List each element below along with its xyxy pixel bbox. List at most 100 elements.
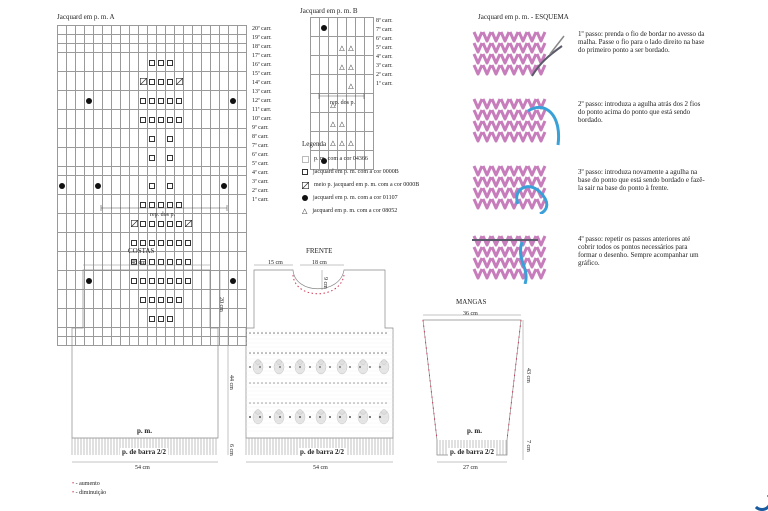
grid-cell bbox=[57, 232, 67, 252]
grid-cell bbox=[138, 71, 148, 91]
dot-icon bbox=[302, 195, 308, 201]
grid-cell bbox=[156, 90, 166, 110]
step-3-illustration bbox=[472, 165, 549, 214]
grid-cell bbox=[319, 112, 329, 132]
dot-icon bbox=[230, 278, 236, 284]
grid-cell bbox=[364, 36, 374, 56]
dot-icon bbox=[230, 98, 236, 104]
grid-cell bbox=[93, 34, 103, 44]
grid-cell bbox=[310, 17, 320, 37]
row-label: 9ª carr. bbox=[252, 125, 269, 131]
grid-cell bbox=[210, 128, 220, 148]
grid-cell bbox=[364, 55, 374, 75]
grid-cell bbox=[165, 147, 175, 167]
frente-bottom-width: 54 cm bbox=[313, 465, 328, 471]
frente-title: FRENTE bbox=[306, 247, 333, 255]
step-4-illustration bbox=[472, 235, 547, 284]
grid-cell bbox=[310, 55, 320, 75]
grid-cell bbox=[219, 34, 229, 44]
legend-item: meio p. jacquard em p. m. com a cor 0000… bbox=[302, 179, 419, 191]
grid-cell bbox=[183, 25, 193, 35]
grid-cell bbox=[93, 52, 103, 72]
grid-cell bbox=[228, 166, 238, 176]
square-icon bbox=[158, 278, 164, 284]
square-icon bbox=[158, 117, 164, 123]
grid-cell bbox=[210, 109, 220, 129]
square-icon bbox=[149, 259, 155, 265]
chart-b-title: Jacquard em p. m. B bbox=[300, 7, 358, 15]
grid-cell bbox=[165, 109, 175, 129]
grid-cell bbox=[84, 34, 94, 44]
grid-cell bbox=[165, 128, 175, 148]
square-icon bbox=[158, 240, 164, 246]
grid-cell bbox=[174, 25, 184, 35]
mangas-stitch-label: p. m. bbox=[467, 427, 482, 435]
grid-cell bbox=[138, 166, 148, 176]
grid-cell bbox=[57, 128, 67, 148]
grid-cell bbox=[138, 128, 148, 148]
grid-cell bbox=[165, 34, 175, 44]
chart-b-grid: △△△△△△△△△△△ bbox=[310, 17, 374, 170]
page-corner-icon bbox=[752, 491, 768, 511]
square-icon bbox=[176, 202, 182, 208]
grid-cell: △ bbox=[346, 36, 356, 56]
grid-cell bbox=[174, 175, 184, 195]
grid-cell bbox=[310, 112, 320, 132]
square-icon bbox=[158, 79, 164, 85]
grid-cell bbox=[156, 128, 166, 148]
grid-cell bbox=[84, 213, 94, 233]
frente-rib-label: p. de barra 2/2 bbox=[298, 448, 346, 456]
grid-cell bbox=[156, 52, 166, 72]
grid-cell bbox=[228, 25, 238, 35]
grid-cell bbox=[210, 43, 220, 53]
grid-cell bbox=[111, 71, 121, 91]
triangle-icon: △ bbox=[302, 206, 308, 215]
grid-cell bbox=[174, 213, 184, 233]
triangle-icon: △ bbox=[330, 120, 336, 128]
square-icon bbox=[158, 202, 164, 208]
square-icon bbox=[176, 240, 182, 246]
grid-cell bbox=[129, 52, 139, 72]
grid-cell bbox=[138, 213, 148, 233]
square-icon bbox=[149, 117, 155, 123]
square-icon bbox=[149, 98, 155, 104]
legend-item: △ jacquard em p. m. com a cor 08052 bbox=[302, 206, 398, 215]
grid-cell bbox=[201, 147, 211, 167]
square-icon bbox=[140, 278, 146, 284]
legend-item: jacquard em p. m. com a cor 01107 bbox=[302, 192, 398, 204]
grid-cell bbox=[228, 109, 238, 129]
grid-cell bbox=[75, 109, 85, 129]
square-icon bbox=[149, 136, 155, 142]
grid-cell bbox=[57, 147, 67, 167]
grid-cell bbox=[319, 55, 329, 75]
square-icon bbox=[167, 297, 173, 303]
grid-cell bbox=[93, 109, 103, 129]
grid-cell bbox=[120, 25, 130, 35]
grid-cell bbox=[147, 166, 157, 176]
grid-cell bbox=[364, 112, 374, 132]
grid-cell bbox=[120, 90, 130, 110]
row-label: 7ª carr. bbox=[252, 143, 269, 149]
grid-cell bbox=[156, 109, 166, 129]
grid-cell bbox=[210, 175, 220, 195]
grid-cell bbox=[111, 25, 121, 35]
grid-cell bbox=[219, 166, 229, 176]
square-icon bbox=[185, 240, 191, 246]
half-square-icon bbox=[302, 181, 309, 189]
row-label: 11ª carr. bbox=[252, 107, 272, 113]
square-icon bbox=[167, 202, 173, 208]
grid-cell bbox=[102, 128, 112, 148]
grid-cell bbox=[138, 147, 148, 167]
grid-cell bbox=[111, 232, 121, 252]
grid-cell bbox=[57, 213, 67, 233]
grid-cell bbox=[57, 52, 67, 72]
decrease-marker-icon: • bbox=[72, 490, 75, 496]
grid-cell bbox=[129, 34, 139, 44]
grid-cell bbox=[156, 166, 166, 176]
grid-cell bbox=[165, 25, 175, 35]
grid-cell bbox=[228, 128, 238, 148]
grid-cell bbox=[346, 112, 356, 132]
grid-cell bbox=[84, 175, 94, 195]
grid-cell bbox=[183, 175, 193, 195]
row-label: 4ª carr. bbox=[376, 54, 393, 60]
